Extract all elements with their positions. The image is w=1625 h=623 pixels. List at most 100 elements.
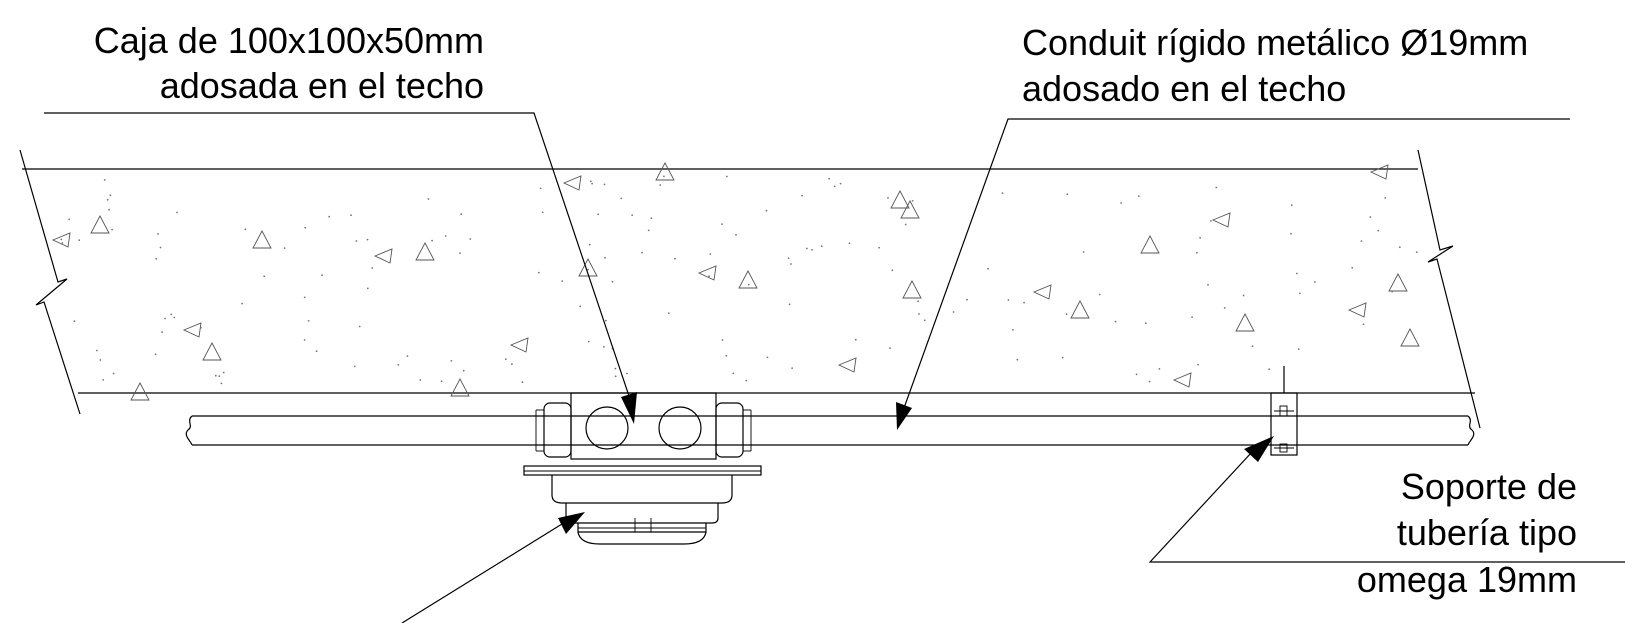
aggregate-stone xyxy=(182,322,202,338)
aggregate-sand-dot xyxy=(161,331,164,333)
aggregate-sand-dot xyxy=(597,213,599,216)
aggregate-sand-dot xyxy=(721,223,723,226)
aggregate-sand-dot xyxy=(1199,236,1201,239)
aggregate-sand-dot xyxy=(1391,290,1393,293)
aggregate-sand-dot xyxy=(828,177,830,180)
aggregate-sand-dot xyxy=(1061,356,1064,359)
fixture-upper-body xyxy=(551,475,733,504)
aggregate-sand-dot xyxy=(78,239,81,242)
aggregate-sand-dot xyxy=(663,175,665,178)
aggregate-sand-dot xyxy=(157,233,159,235)
slab-right-break-line xyxy=(1417,149,1481,429)
aggregate-sand-dot xyxy=(99,359,102,361)
aggregate-sand-dot xyxy=(218,375,221,377)
aggregate-sand-dot xyxy=(1135,373,1138,376)
aggregate-stone xyxy=(1211,212,1231,228)
aggregate-sand-dot xyxy=(917,300,919,303)
aggregate-sand-dot xyxy=(1360,240,1363,243)
aggregate-sand-dot xyxy=(176,211,178,214)
aggregate-sand-dot xyxy=(587,268,589,271)
aggregate-sand-dot xyxy=(604,256,606,259)
aggregate-sand-dot xyxy=(1082,251,1085,253)
aggregate-sand-dot xyxy=(222,371,225,374)
aggregate-sand-dot xyxy=(173,316,176,319)
support-label-line-2: tubería tipo xyxy=(1397,512,1577,553)
aggregate-sand-dot xyxy=(1377,229,1380,232)
aggregate-sand-dot xyxy=(283,247,286,250)
aggregate-sand-dot xyxy=(304,226,307,229)
aggregate-sand-dot xyxy=(68,218,71,221)
aggregate-sand-dot xyxy=(726,175,728,178)
aggregate-sand-dot xyxy=(159,246,162,249)
aggregate-sand-dot xyxy=(1268,368,1271,371)
aggregate-sand-dot xyxy=(1098,293,1101,296)
aggregate-sand-dot xyxy=(371,267,374,269)
aggregate-stone xyxy=(1388,273,1408,292)
support-leader-line xyxy=(1148,451,1625,563)
aggregate-sand-dot xyxy=(459,252,461,255)
aggregate-sand-dot xyxy=(987,267,989,270)
support-leader-arrowhead xyxy=(1244,436,1274,462)
aggregate-sand-dot xyxy=(1362,323,1365,326)
aggregate-sand-dot xyxy=(891,269,894,272)
aggregate-sand-dot xyxy=(561,280,564,282)
aggregate-sand-dot xyxy=(431,239,433,242)
aggregate-stone xyxy=(900,200,920,219)
aggregate-sand-dot xyxy=(1297,348,1300,350)
aggregate-sand-dot xyxy=(1290,204,1293,207)
concrete-aggregate xyxy=(51,162,1420,401)
aggregate-sand-dot xyxy=(358,325,361,328)
aggregate-sand-dot xyxy=(709,253,712,255)
aggregate-sand-dot xyxy=(1210,220,1212,222)
aggregate-sand-dot xyxy=(766,356,769,359)
aggregate-sand-dot xyxy=(263,275,266,278)
aggregate-sand-dot xyxy=(904,223,907,226)
aggregate-sand-dot xyxy=(878,246,880,249)
box-leader-line xyxy=(44,112,630,397)
aggregate-sand-dot xyxy=(745,379,748,382)
aggregate-stone xyxy=(130,382,150,401)
box-leader-arrowhead xyxy=(621,392,637,424)
aggregate-sand-dot xyxy=(854,338,857,341)
aggregate-sand-dot xyxy=(427,198,430,200)
box-body xyxy=(570,392,717,460)
aggregate-sand-dot xyxy=(589,180,592,183)
aggregate-sand-dot xyxy=(111,228,113,231)
aggregate-sand-dot xyxy=(801,194,803,197)
aggregate-sand-dot xyxy=(647,229,650,232)
aggregate-sand-dot xyxy=(106,198,109,201)
aggregate-sand-dot xyxy=(155,257,158,260)
aggregate-sand-dot xyxy=(353,365,356,368)
aggregate-sand-dot xyxy=(73,320,76,323)
aggregate-sand-dot xyxy=(1384,197,1387,199)
aggregate-sand-dot xyxy=(96,349,98,352)
aggregate-sand-dot xyxy=(1398,246,1401,249)
conduit-label-line-1: Conduit rígido metálico Ø19mm xyxy=(1022,22,1528,63)
left-locknut xyxy=(543,402,572,458)
aggregate-stone xyxy=(1172,372,1192,388)
aggregate-sand-dot xyxy=(60,238,63,241)
aggregate-stone xyxy=(1347,302,1367,318)
aggregate-sand-dot xyxy=(1207,284,1209,286)
aggregate-sand-dot xyxy=(511,363,513,366)
aggregate-sand-dot xyxy=(889,347,891,349)
aggregate-sand-dot xyxy=(61,242,64,244)
aggregate-sand-dot xyxy=(1137,195,1140,198)
aggregate-sand-dot xyxy=(200,326,202,329)
aggregate-sand-dot xyxy=(605,319,607,322)
aggregate-sand-dot xyxy=(440,380,443,383)
aggregate-sand-dot xyxy=(1351,266,1354,269)
support-strap xyxy=(1270,392,1298,456)
aggregate-sand-dot xyxy=(1016,358,1019,361)
conduit-left-end xyxy=(185,415,193,446)
aggregate-stone xyxy=(509,337,529,353)
aggregate-sand-dot xyxy=(103,179,106,181)
aggregate-sand-dot xyxy=(444,235,447,237)
aggregate-sand-dot xyxy=(355,240,358,242)
aggregate-sand-dot xyxy=(833,185,836,188)
aggregate-sand-dot xyxy=(170,313,173,316)
right-locknut xyxy=(715,402,744,458)
aggregate-sand-dot xyxy=(811,249,813,251)
